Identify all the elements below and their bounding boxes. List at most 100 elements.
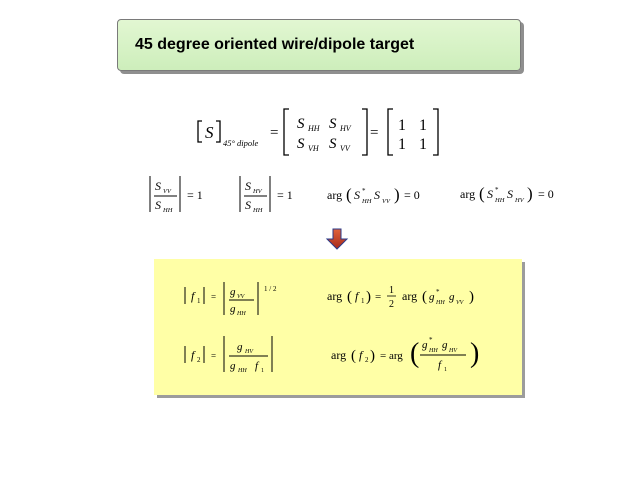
svg-text:HH: HH bbox=[162, 207, 173, 214]
svg-text:HV: HV bbox=[252, 188, 263, 195]
svg-text:HH: HH bbox=[252, 207, 263, 214]
svg-text:g: g bbox=[442, 339, 448, 351]
svg-text:= arg: = arg bbox=[380, 350, 403, 362]
svg-text:HH: HH bbox=[237, 368, 247, 374]
svg-text:(: ( bbox=[346, 185, 352, 204]
solution-f1-magnitude: f 1 = g VV g HH 1 / 2 bbox=[184, 282, 277, 317]
svg-text:VV: VV bbox=[382, 198, 391, 205]
svg-text:): ) bbox=[469, 289, 474, 305]
svg-text:): ) bbox=[470, 338, 479, 369]
svg-text:1: 1 bbox=[444, 367, 447, 373]
svg-text:1: 1 bbox=[419, 136, 427, 153]
svg-text:1: 1 bbox=[197, 297, 201, 305]
svg-text:= 1: = 1 bbox=[187, 188, 203, 202]
svg-text:): ) bbox=[527, 184, 533, 203]
svg-text:1 / 2: 1 / 2 bbox=[264, 285, 277, 293]
svg-text:2: 2 bbox=[389, 299, 394, 310]
solution-f1-phase: arg ( f 1 ) = 1 2 arg ( g * HH g VV ) bbox=[327, 285, 474, 310]
svg-text:g: g bbox=[230, 286, 236, 298]
svg-text:S: S bbox=[245, 179, 251, 193]
svg-text:2: 2 bbox=[365, 356, 369, 364]
svg-text:1: 1 bbox=[419, 117, 427, 134]
svg-text:f: f bbox=[191, 289, 196, 303]
condition-arg-shh-shv: arg ( S * HH S HV ) = 0 bbox=[460, 184, 554, 204]
scattering-matrix-equation: S 45° dipole = S HH S HV S VH S VV = 1 1… bbox=[197, 108, 439, 156]
svg-text:S: S bbox=[297, 116, 305, 132]
down-arrow-icon bbox=[325, 228, 349, 250]
svg-text:*: * bbox=[362, 187, 366, 195]
svg-text:1: 1 bbox=[398, 117, 406, 134]
svg-text:S: S bbox=[329, 116, 337, 132]
svg-text:*: * bbox=[429, 336, 433, 344]
svg-text:S: S bbox=[297, 136, 305, 152]
svg-text:): ) bbox=[370, 348, 375, 364]
svg-text:= 1: = 1 bbox=[277, 188, 293, 202]
svg-text:VV: VV bbox=[163, 188, 172, 195]
svg-text:arg: arg bbox=[402, 289, 417, 303]
svg-text:S: S bbox=[507, 187, 513, 201]
svg-text:): ) bbox=[366, 289, 371, 305]
solution-f2-phase: arg ( f 2 ) = arg ( g * HH g HV f 1 ) bbox=[331, 336, 479, 373]
svg-text:S: S bbox=[487, 187, 493, 201]
svg-text:S: S bbox=[155, 179, 161, 193]
svg-text:(: ( bbox=[351, 348, 356, 364]
svg-text:HH: HH bbox=[236, 311, 246, 317]
svg-text:f: f bbox=[355, 289, 360, 303]
condition-shv-shh: S HV S HH = 1 bbox=[239, 176, 293, 214]
svg-text:HH: HH bbox=[307, 124, 321, 133]
svg-text:45° dipole: 45° dipole bbox=[223, 138, 258, 148]
svg-text:=: = bbox=[375, 291, 381, 303]
svg-text:1: 1 bbox=[398, 136, 406, 153]
svg-text:= 0: = 0 bbox=[404, 188, 420, 202]
condition-arg-shh-svv: arg ( S * HH S VV ) = 0 bbox=[327, 185, 420, 205]
svg-text:g: g bbox=[449, 291, 455, 303]
svg-text:f: f bbox=[255, 360, 260, 372]
svg-text:VV: VV bbox=[456, 300, 465, 306]
slide-title: 45 degree oriented wire/dipole target bbox=[135, 36, 415, 53]
svg-text:HH: HH bbox=[428, 348, 438, 354]
svg-text:=: = bbox=[270, 125, 278, 141]
svg-text:(: ( bbox=[479, 184, 485, 203]
svg-text:HH: HH bbox=[361, 198, 372, 205]
svg-text:HH: HH bbox=[494, 197, 505, 204]
svg-text:g: g bbox=[230, 360, 236, 372]
svg-text:2: 2 bbox=[197, 356, 201, 364]
title-box: 45 degree oriented wire/dipole target bbox=[117, 19, 521, 71]
svg-text:arg: arg bbox=[327, 188, 342, 202]
solution-box bbox=[154, 259, 522, 395]
svg-text:HV: HV bbox=[244, 349, 254, 355]
svg-text:S: S bbox=[329, 136, 337, 152]
svg-text:VV: VV bbox=[237, 294, 246, 300]
svg-text:HH: HH bbox=[435, 300, 445, 306]
svg-text:arg: arg bbox=[331, 348, 346, 362]
svg-text:= 0: = 0 bbox=[538, 187, 554, 201]
svg-text:S: S bbox=[374, 188, 380, 202]
svg-text:g: g bbox=[237, 341, 243, 353]
svg-text:VH: VH bbox=[308, 144, 320, 153]
svg-text:=: = bbox=[211, 292, 216, 302]
svg-text:HV: HV bbox=[339, 124, 352, 133]
svg-text:g: g bbox=[230, 303, 236, 315]
svg-text:1: 1 bbox=[261, 368, 264, 374]
svg-text:f: f bbox=[359, 348, 364, 362]
svg-text:S: S bbox=[155, 198, 161, 212]
svg-text:1: 1 bbox=[389, 285, 394, 296]
svg-text:g: g bbox=[429, 291, 435, 303]
svg-text:arg: arg bbox=[327, 289, 342, 303]
svg-text:HV: HV bbox=[448, 348, 458, 354]
svg-text:S: S bbox=[245, 198, 251, 212]
svg-text:(: ( bbox=[410, 338, 419, 369]
svg-text:*: * bbox=[495, 186, 499, 194]
svg-text:g: g bbox=[422, 339, 428, 351]
svg-text:arg: arg bbox=[460, 187, 475, 201]
solution-f2-magnitude: f 2 = g HV g HH f 1 bbox=[184, 336, 273, 374]
svg-text:S: S bbox=[205, 123, 214, 142]
svg-text:HV: HV bbox=[514, 197, 525, 204]
svg-text:=: = bbox=[211, 351, 216, 361]
svg-text:f: f bbox=[438, 359, 443, 371]
svg-text:(: ( bbox=[347, 289, 352, 305]
svg-text:1: 1 bbox=[361, 297, 365, 305]
svg-text:*: * bbox=[436, 288, 440, 296]
svg-text:S: S bbox=[354, 188, 360, 202]
